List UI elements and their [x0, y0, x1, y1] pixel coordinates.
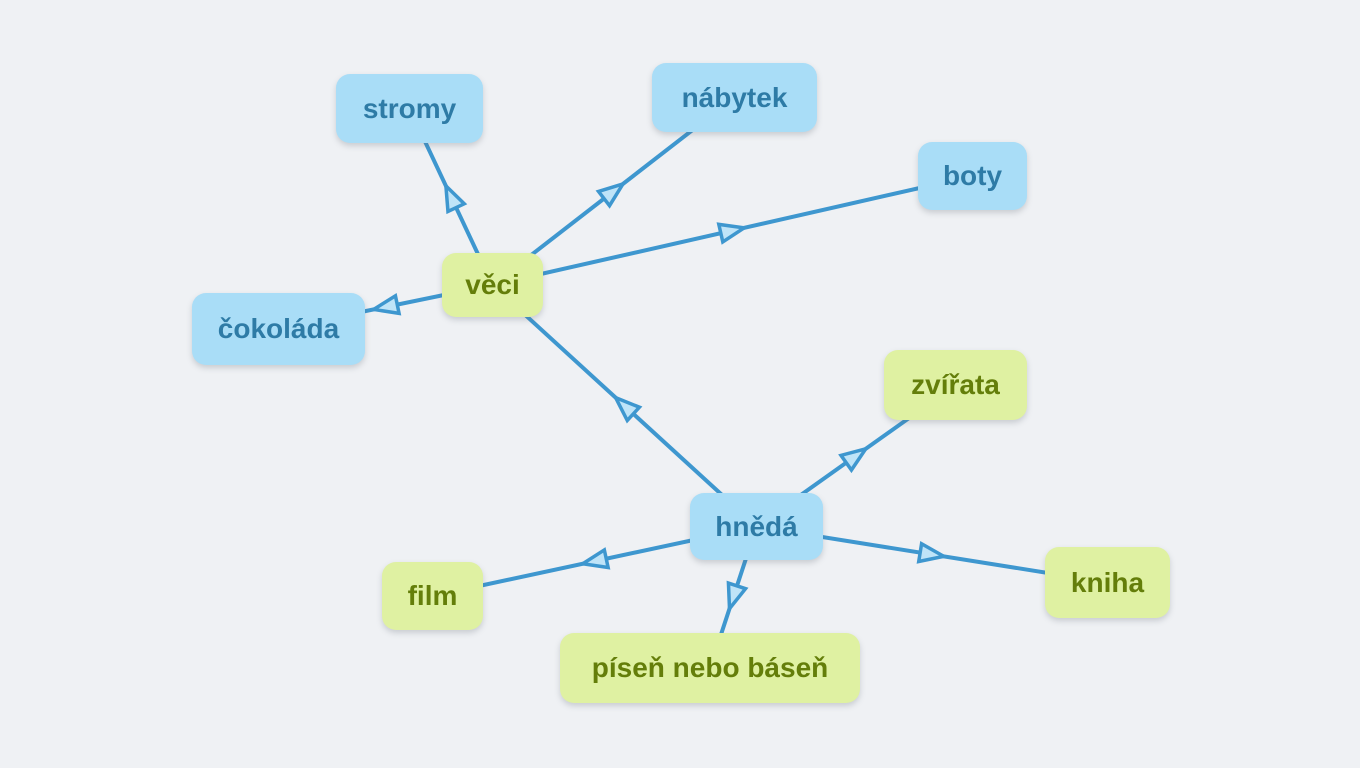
node-label: nábytek: [681, 81, 788, 113]
node-label: kniha: [1070, 566, 1145, 598]
node-label: čokoláda: [217, 313, 340, 344]
arrowhead-hneda-pisen: [726, 580, 749, 614]
node-label: boty: [942, 160, 1003, 191]
mindmap-node-hneda[interactable]: hnědá: [690, 493, 823, 560]
arrowhead-hneda-film: [577, 547, 611, 570]
arrowhead-veci-nabytek: [595, 180, 627, 209]
node-label: věci: [465, 269, 520, 300]
mindmap-node-zvirata[interactable]: zvířata: [884, 350, 1027, 420]
mindmap-node-film[interactable]: film: [382, 562, 483, 630]
mindmap-node-nabytek[interactable]: nábytek: [652, 63, 817, 132]
arrowhead-veci-stromy: [443, 181, 468, 215]
arrowhead-hneda-kniha: [916, 540, 949, 564]
mindmap-node-kniha[interactable]: kniha: [1045, 547, 1170, 618]
mindmap-node-cokolada[interactable]: čokoláda: [192, 293, 365, 365]
mindmap-node-pisen[interactable]: píseň nebo báseň: [560, 633, 860, 703]
mindmap-node-veci[interactable]: věci: [442, 253, 543, 317]
mindmap-node-stromy[interactable]: stromy: [336, 74, 483, 143]
node-label: stromy: [362, 92, 457, 124]
arrowhead-hneda-zvirata: [838, 445, 870, 474]
node-label: film: [407, 580, 458, 611]
node-label: zvířata: [911, 369, 1000, 400]
arrowhead-veci-cokolada: [368, 292, 402, 316]
mindmap-node-boty[interactable]: boty: [918, 142, 1027, 210]
node-label: píseň nebo báseň: [591, 652, 829, 683]
arrowhead-hneda-veci: [611, 394, 643, 424]
node-label: hnědá: [715, 510, 798, 542]
arrowhead-veci-boty: [716, 222, 750, 245]
